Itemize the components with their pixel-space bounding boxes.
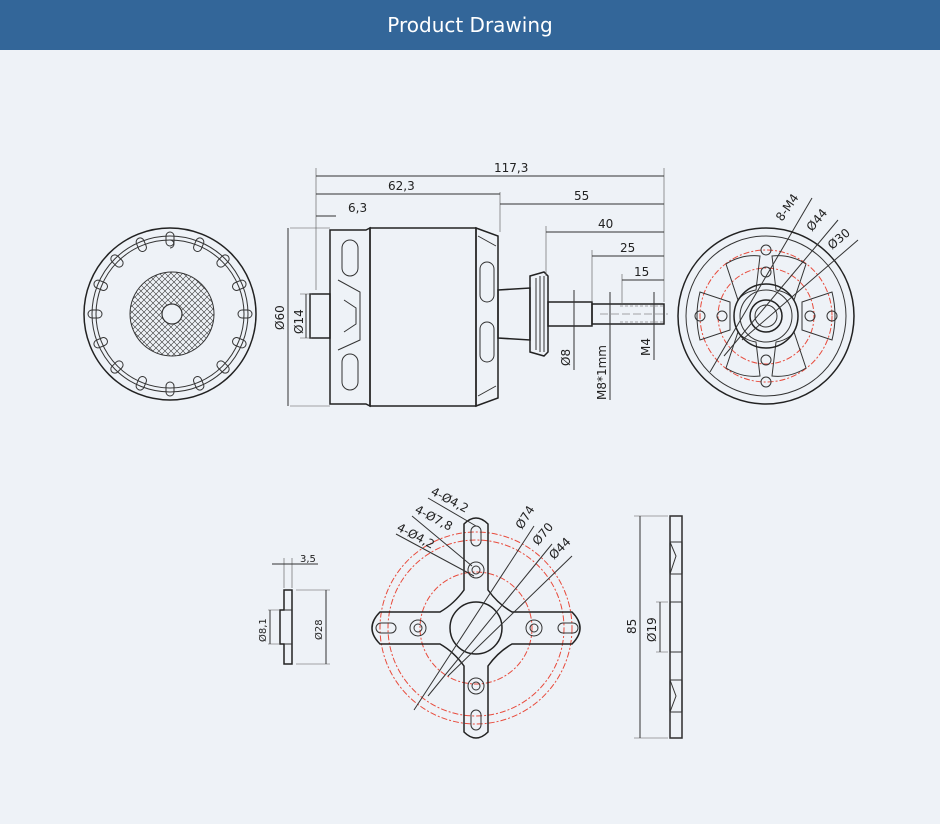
dim-shaft-15: 15 xyxy=(634,265,649,279)
plate-view: 85 Ø19 xyxy=(625,515,683,739)
front-view: 8-M4 Ø44 Ø30 xyxy=(677,191,859,405)
dim-mount-holes-42-b: 4-Ø4,2 xyxy=(395,520,437,551)
dim-total-length: 117,3 xyxy=(494,161,528,175)
dim-mount-diameter-70: Ø70 xyxy=(530,520,557,548)
dim-adapter-diameter-28: Ø28 xyxy=(313,619,325,640)
rear-slots xyxy=(87,231,253,397)
dim-adapter-thickness: 3,5 xyxy=(300,554,316,565)
dim-mount-diameter-74: Ø74 xyxy=(513,503,538,531)
dim-front-holes: 8-M4 xyxy=(773,191,802,224)
side-view-dimensions: 117,3 62,3 6,3 55 40 25 15 Ø60 Ø14 Ø8 M8… xyxy=(273,161,665,407)
mount-view: 4-Ø4,2 4-Ø7,8 4-Ø4,2 Ø74 Ø70 Ø44 xyxy=(371,484,581,739)
product-drawing: 117,3 62,3 6,3 55 40 25 15 Ø60 Ø14 Ø8 M8… xyxy=(83,161,859,739)
front-holes xyxy=(694,244,838,388)
dim-diameter-14: Ø14 xyxy=(292,309,306,334)
page-title: Product Drawing xyxy=(387,13,553,37)
side-view xyxy=(309,226,668,408)
dim-diameter-60: Ø60 xyxy=(273,305,287,330)
dim-diameter-8: Ø8 xyxy=(559,349,573,366)
dim-plate-diameter-19: Ø19 xyxy=(645,617,659,642)
header-bar: Product Drawing xyxy=(0,0,940,50)
dim-shaft-40: 40 xyxy=(598,217,613,231)
dim-body-length: 62,3 xyxy=(388,179,415,193)
dim-front-diameter-44: Ø44 xyxy=(804,206,831,234)
dim-adapter-diameter-8-1: Ø8,1 xyxy=(257,618,269,642)
dim-thread-m4: M4 xyxy=(639,338,653,356)
dim-plate-height: 85 xyxy=(625,619,639,634)
rear-view xyxy=(83,227,257,401)
dim-thread-m8: M8*1mm xyxy=(595,345,609,400)
dim-front-offset: 6,3 xyxy=(348,201,367,215)
dim-shaft-55: 55 xyxy=(574,189,589,203)
dim-shaft-25: 25 xyxy=(620,241,635,255)
adapter-view: 3,5 Ø8,1 Ø28 xyxy=(257,554,330,665)
